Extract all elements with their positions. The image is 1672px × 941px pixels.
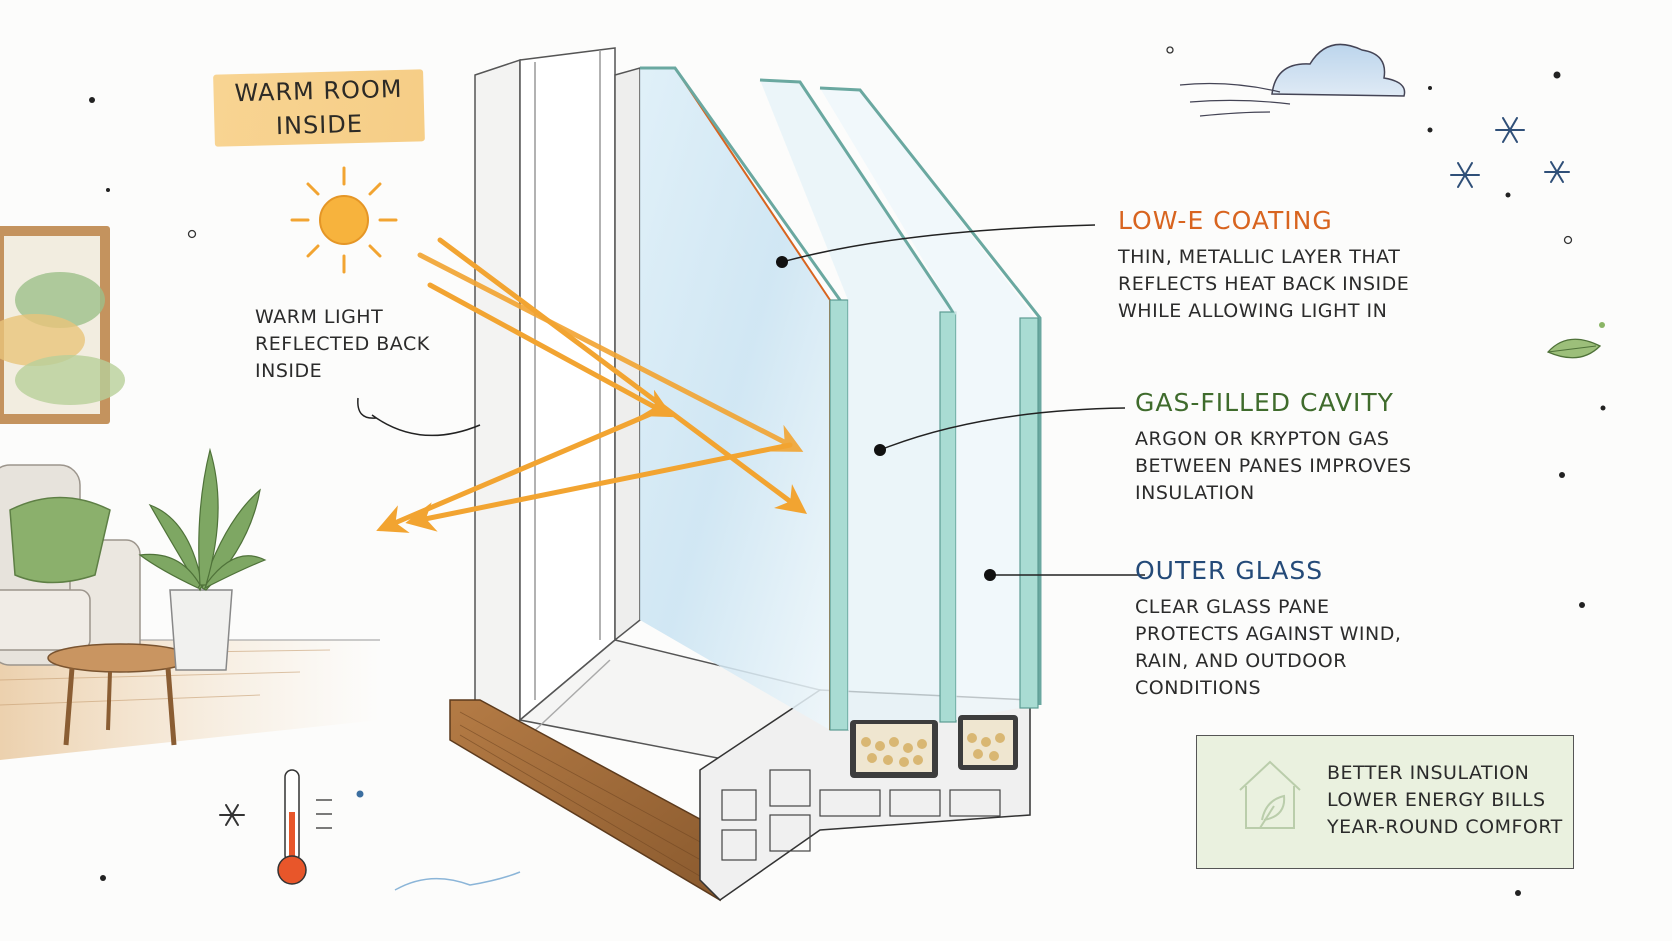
- benefits-list: BETTER INSULATION LOWER ENERGY BILLS YEA…: [1327, 760, 1563, 841]
- room-scene: [0, 226, 380, 760]
- warm-light-caption: WARM LIGHT REFLECTED BACK INSIDE: [255, 304, 430, 385]
- lowe-heading: LOW-E COATING: [1118, 206, 1333, 235]
- benefits-box: BETTER INSULATION LOWER ENERGY BILLS YEA…: [1196, 735, 1574, 869]
- sun-icon: [290, 166, 398, 274]
- painting-icon: [0, 226, 125, 424]
- lowe-body: THIN, METALLIC LAYER THAT REFLECTS HEAT …: [1118, 244, 1409, 325]
- light-arrows: [376, 237, 808, 533]
- sofa-icon: [0, 464, 141, 666]
- benefit-3: YEAR-ROUND COMFORT: [1327, 816, 1563, 838]
- leader-lines: [371, 224, 1145, 576]
- warm-light-line-1: WARM LIGHT: [255, 306, 384, 328]
- room-label: WARM ROOM INSIDE: [213, 69, 425, 147]
- snowflake-icon: [219, 117, 1570, 826]
- room-label-line-1: WARM ROOM: [234, 74, 403, 108]
- outer-body-line-3: RAIN, AND OUTDOOR: [1135, 650, 1347, 672]
- warm-light-line-3: INSIDE: [255, 360, 323, 382]
- table-icon: [47, 643, 193, 746]
- benefit-2: LOWER ENERGY BILLS: [1327, 789, 1546, 811]
- middle-pane: [759, 78, 957, 730]
- leaf-icon: [1546, 338, 1602, 359]
- lowe-body-line-2: REFLECTS HEAT BACK INSIDE: [1118, 273, 1410, 295]
- gas-body-line-1: ARGON OR KRYPTON GAS: [1135, 428, 1390, 450]
- outer-body-line-1: CLEAR GLASS PANE: [1135, 596, 1330, 618]
- room-label-line-2: INSIDE: [275, 109, 364, 141]
- decor-dots: [89, 71, 1606, 896]
- room-label-text: WARM ROOM INSIDE: [213, 69, 425, 144]
- plant-icon: [138, 447, 267, 671]
- leader-dots: [776, 256, 996, 581]
- outer-body-line-4: CONDITIONS: [1135, 677, 1262, 699]
- gas-body-line-2: BETWEEN PANES IMPROVES: [1135, 455, 1412, 477]
- outer-body-line-2: PROTECTS AGAINST WIND,: [1135, 623, 1402, 645]
- benefit-1: BETTER INSULATION: [1327, 762, 1530, 784]
- spacer-desiccant: [850, 715, 1018, 778]
- inner-pane-low-e: [640, 66, 849, 731]
- lowe-body-line-3: WHILE ALLOWING LIGHT IN: [1118, 300, 1388, 322]
- outer-heading: OUTER GLASS: [1135, 556, 1324, 585]
- cloud-icon: [1179, 43, 1406, 117]
- thermometer-icon: [277, 769, 332, 885]
- lowe-body-line-1: THIN, METALLIC LAYER THAT: [1118, 246, 1401, 268]
- warm-light-line-2: REFLECTED BACK: [255, 333, 430, 355]
- gas-body: ARGON OR KRYPTON GAS BETWEEN PANES IMPRO…: [1135, 426, 1412, 507]
- outer-pane: [819, 86, 1042, 720]
- outer-body: CLEAR GLASS PANE PROTECTS AGAINST WIND, …: [1135, 594, 1401, 702]
- gas-heading: GAS-FILLED CAVITY: [1135, 388, 1394, 417]
- gas-body-line-3: INSULATION: [1135, 482, 1255, 504]
